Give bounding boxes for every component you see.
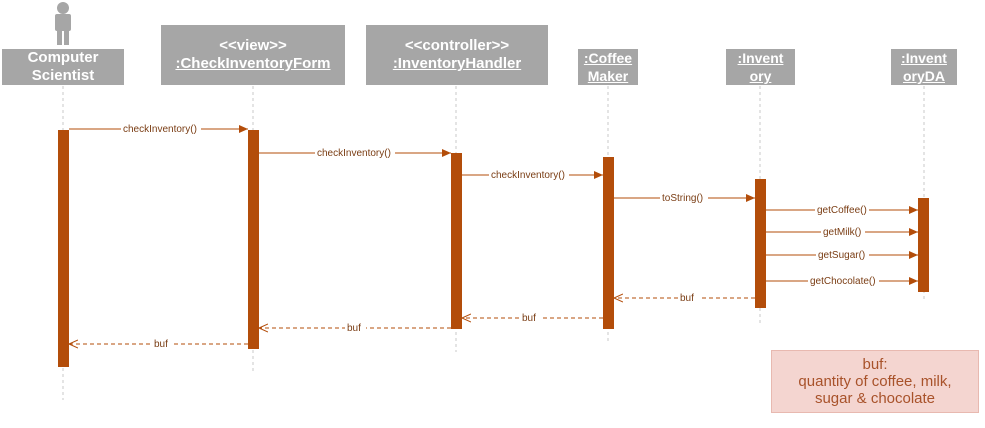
buf-note: buf: quantity of coffee, milk, sugar & c… [771, 350, 979, 413]
stereotype-label: <<controller>> [404, 37, 510, 54]
message-label-7: getSugar() [818, 250, 865, 261]
message-label-1: checkInventory() [123, 124, 197, 135]
message-label-6: getMilk() [823, 227, 861, 238]
actor-name-line-2: Scientist [31, 67, 95, 84]
object-name-line-1: :Invent [737, 50, 784, 66]
return-label-1: buf [680, 293, 694, 304]
lifeline-header-check-inventory-form: <<view>> :CheckInventoryForm [161, 25, 345, 85]
note-line-2: quantity of coffee, milk, [798, 373, 952, 390]
stereotype-label: <<view>> [219, 37, 287, 54]
activation-inventory-da [918, 198, 929, 292]
message-label-3: checkInventory() [491, 170, 565, 181]
object-name: :CheckInventoryForm [175, 55, 331, 72]
activation-inventory-handler [451, 153, 462, 329]
actor-computer-scientist: Computer Scientist [2, 49, 124, 85]
activation-check-inventory-form [248, 130, 259, 349]
object-name-line-2: Maker [587, 68, 629, 84]
message-label-8: getChocolate() [810, 276, 876, 287]
return-label-4: buf [154, 339, 168, 350]
note-line-1: buf: [862, 356, 888, 373]
lifeline-header-coffee-maker: :Coffee Maker [578, 49, 638, 85]
object-name-line-2: oryDA [902, 68, 945, 84]
lifeline-header-inventory-da: :Invent oryDA [891, 49, 957, 85]
activations [58, 130, 929, 367]
object-name-line-2: ory [749, 68, 772, 84]
label-knockouts [121, 123, 879, 350]
object-name: :InventoryHandler [392, 55, 522, 72]
message-label-5: getCoffee() [817, 205, 867, 216]
object-name-line-1: :Coffee [583, 50, 633, 66]
lifeline-header-inventory-handler: <<controller>> :InventoryHandler [366, 25, 548, 85]
message-label-2: checkInventory() [317, 148, 391, 159]
note-line-3: sugar & chocolate [814, 390, 936, 407]
activation-coffee-maker [603, 157, 614, 329]
return-label-2: buf [522, 313, 536, 324]
activation-computer-scientist [58, 130, 69, 367]
message-label-4: toString() [662, 193, 703, 204]
stick-figure-icon [55, 2, 71, 45]
activation-inventory [755, 179, 766, 308]
lifeline-header-inventory: :Invent ory [726, 49, 795, 85]
object-name-line-1: :Invent [901, 50, 947, 66]
actor-name-line-1: Computer [27, 49, 99, 66]
return-label-3: buf [347, 323, 361, 334]
